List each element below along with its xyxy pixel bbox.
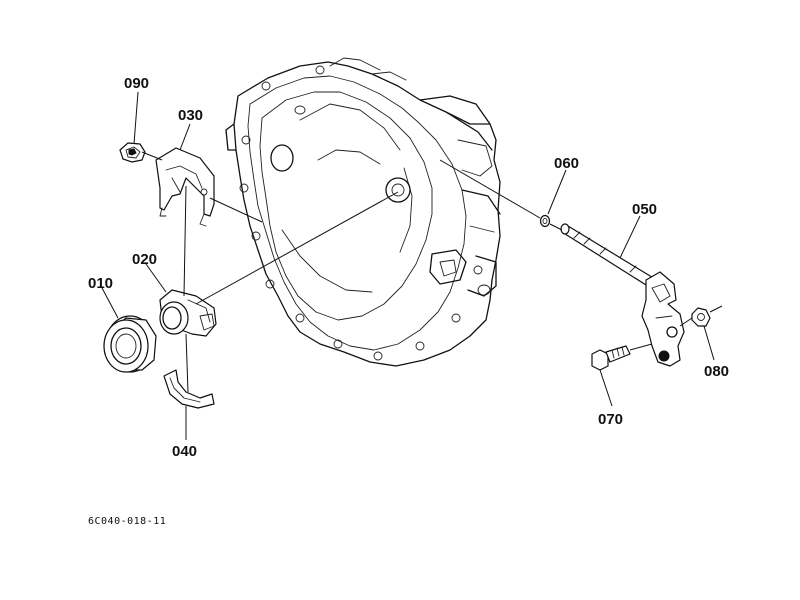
callout-pointers [101,91,715,440]
assembly-lines [141,151,723,393]
label-030: 030 [178,107,203,124]
label-020: 020 [132,251,157,268]
label-050: 050 [632,201,657,218]
label-070: 070 [598,411,623,428]
part-020-carrier [159,289,217,337]
part-030-bracket [155,147,215,227]
part-labels: 090 030 020 010 040 060 050 070 080 [88,75,729,460]
label-060: 060 [554,155,579,172]
label-080: 080 [704,363,729,380]
part-090-clip [119,142,146,163]
label-040: 040 [172,443,197,460]
part-040-spring-clip [163,369,215,409]
part-050-fork-shaft [560,223,685,367]
clutch-housing [225,57,501,367]
part-060-o-ring [539,214,551,228]
label-090: 090 [124,75,149,92]
drawing-code: 6C040-018-11 [88,516,166,527]
part-010-release-bearing [103,315,157,373]
label-010: 010 [88,275,113,292]
part-080-nut [691,307,711,327]
part-070-bolt [591,345,631,371]
